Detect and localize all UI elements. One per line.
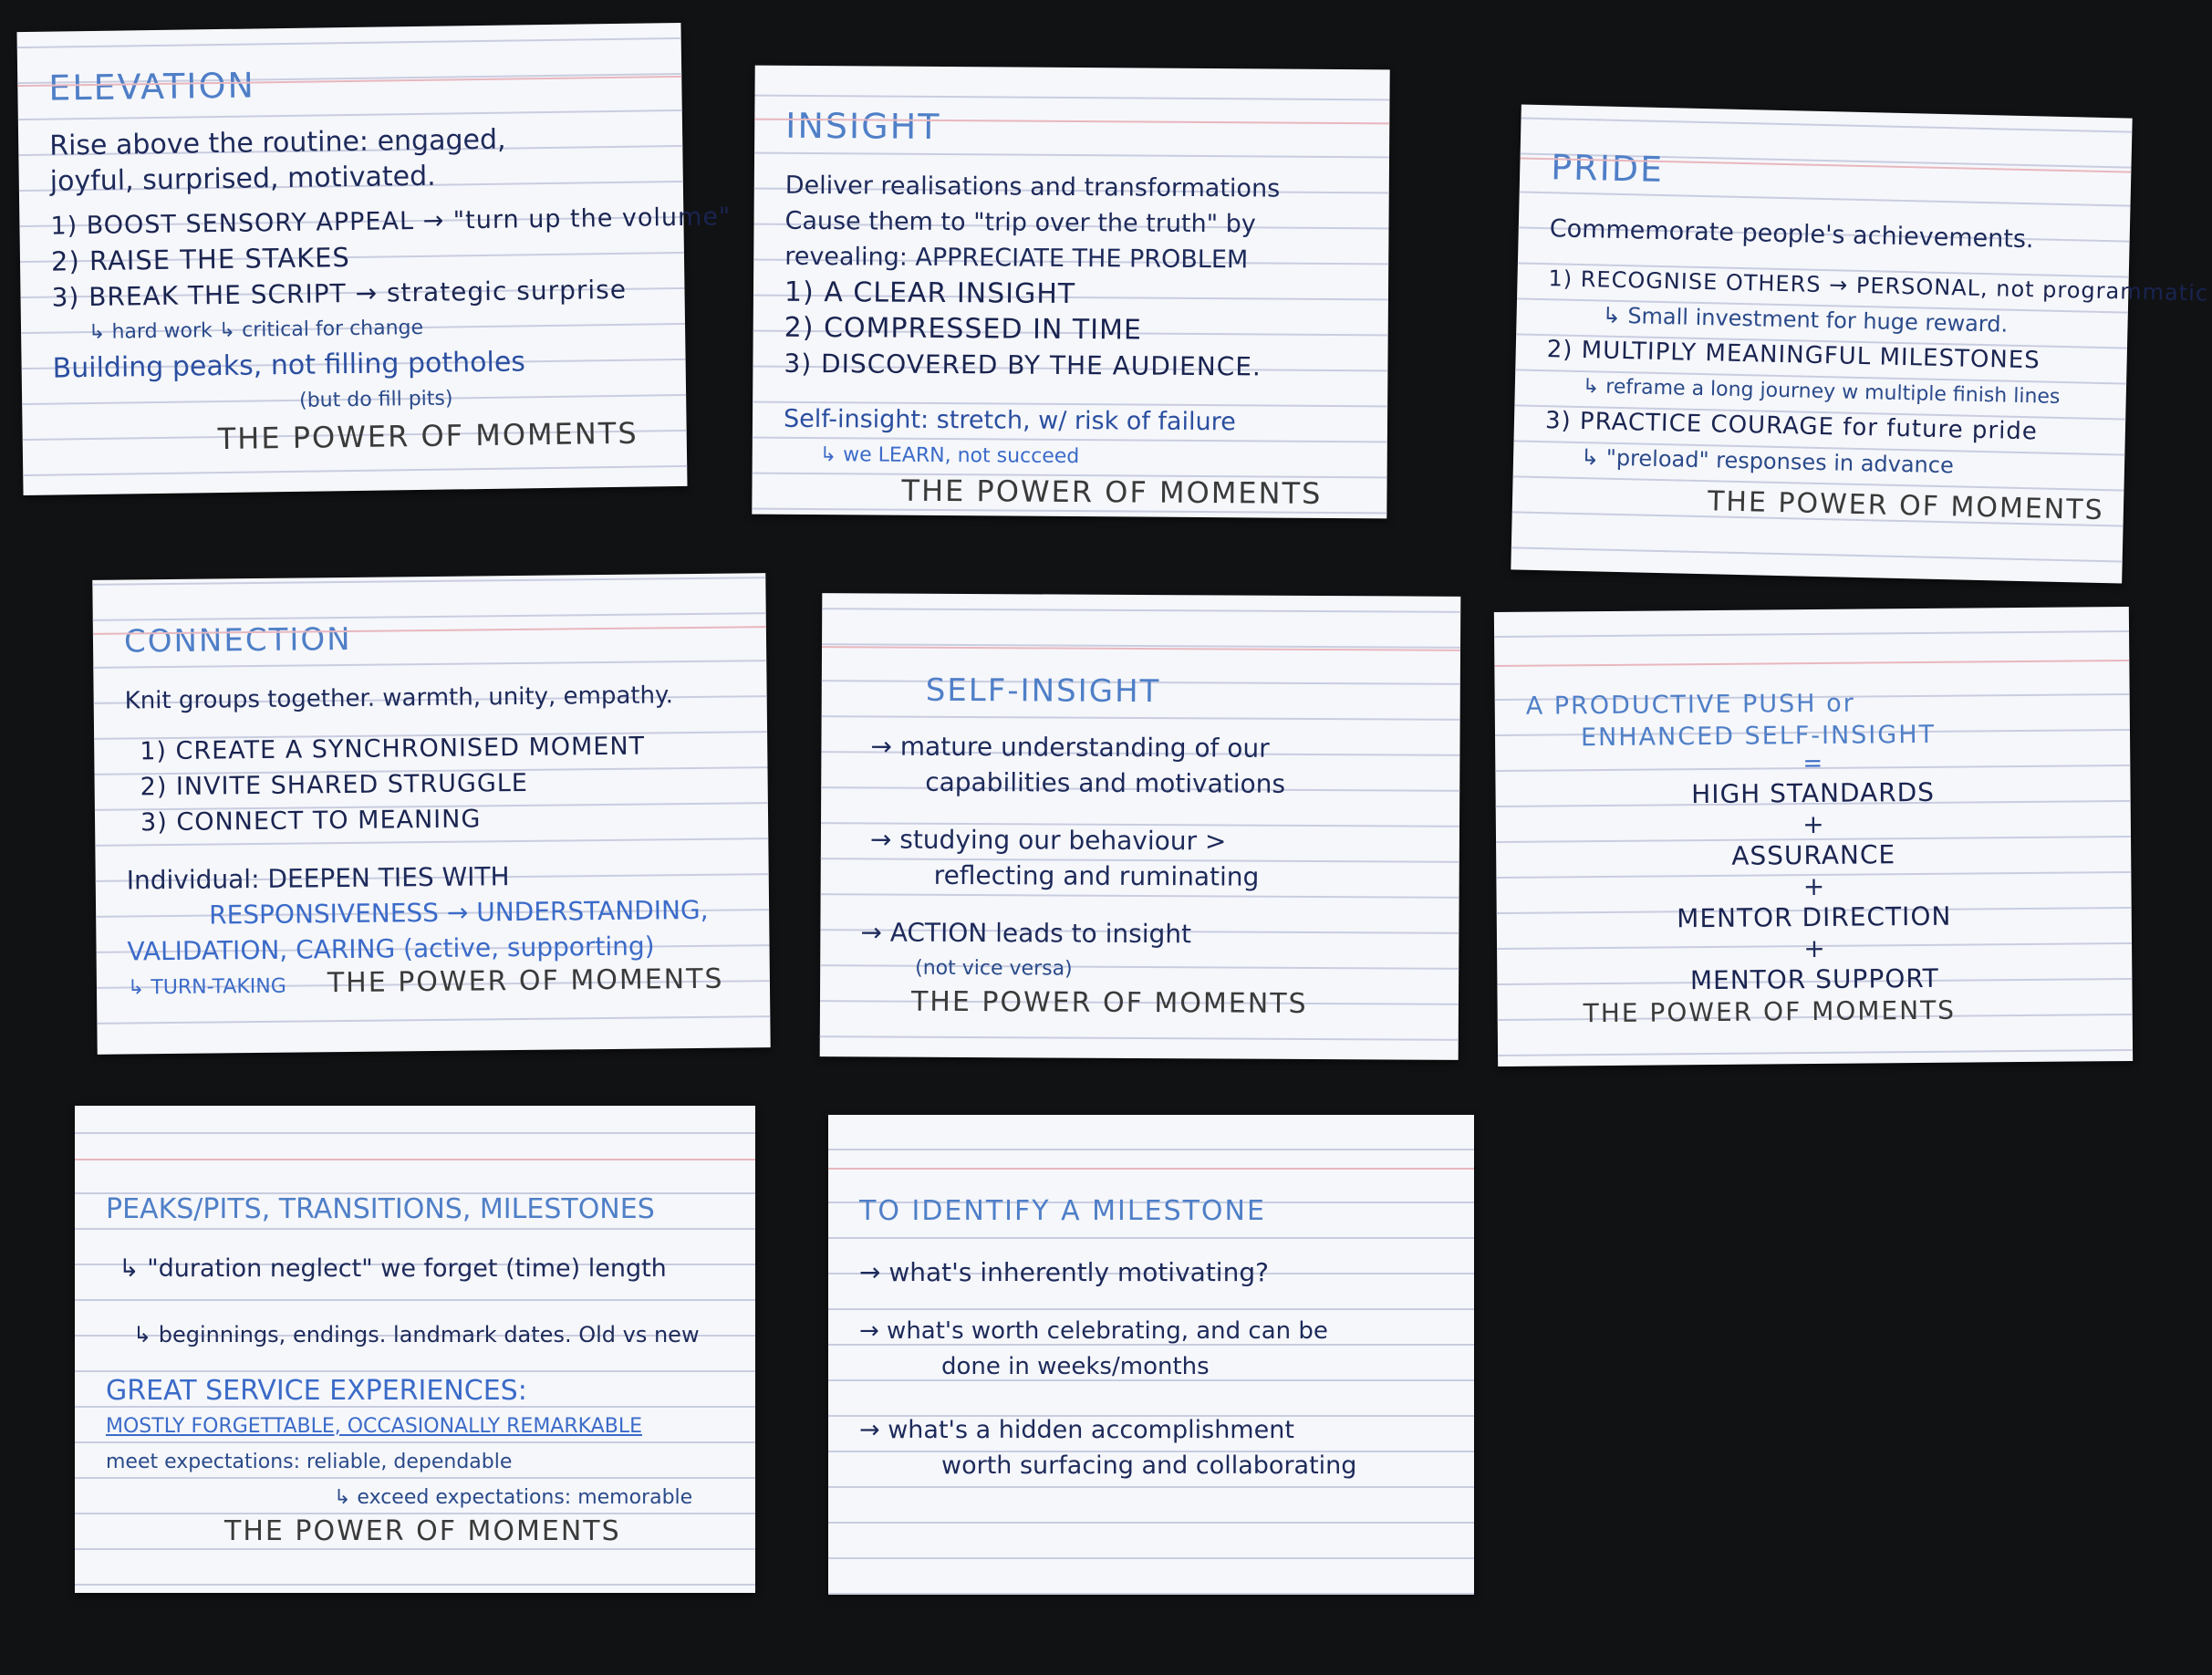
card-line: → what's a hidden accomplishment	[859, 1416, 1294, 1444]
card-line: → studying our behaviour >	[869, 824, 1227, 857]
card-line: MOSTLY FORGETTABLE, OCCASIONALLY REMARKA…	[106, 1415, 642, 1438]
card-line: ↳ we LEARN, not succeed	[819, 443, 1080, 469]
card-pride: PRIDE Commemorate people's achievements.…	[1511, 104, 2208, 584]
card-title: CONNECTION	[123, 620, 352, 661]
card-connection: CONNECTION Knit groups together. warmth,…	[92, 573, 771, 1055]
card-line: Deliver realisations and transformations	[784, 171, 1281, 203]
card-line: 3) CONNECT TO MEANING	[140, 805, 482, 838]
card-line: → what's inherently motivating?	[859, 1257, 1269, 1287]
card-line: Self-insight: stretch, w/ risk of failur…	[783, 404, 1236, 437]
card-line: 2) COMPRESSED IN TIME	[784, 311, 1143, 347]
card-title: PRIDE	[1550, 147, 1665, 191]
card-line: Knit groups together. warmth, unity, emp…	[124, 681, 674, 715]
card-line: → mature understanding of our	[870, 731, 1270, 764]
card-footer: THE POWER OF MOMENTS	[1583, 994, 1957, 1029]
card-line: ↳ "duration neglect" we forget (time) le…	[119, 1254, 667, 1283]
card-line: Commemorate people's achievements.	[1549, 214, 2034, 255]
card-footer: THE POWER OF MOMENTS	[910, 985, 1308, 1020]
card-title: ELEVATION	[48, 65, 256, 109]
card-line: 1) CREATE A SYNCHRONISED MOMENT	[140, 732, 646, 766]
card-line: MENTOR SUPPORT	[1689, 962, 1939, 996]
card-footer: THE POWER OF MOMENTS	[901, 473, 1323, 511]
card-line: ↳ TURN-TAKING	[127, 974, 286, 1000]
photo-background: { "cards": { "elevation": { "title": "EL…	[0, 0, 2153, 1675]
card-line: Cause them to "trip over the truth" by	[784, 206, 1256, 239]
card-productive-push: A PRODUCTIVE PUSH or ENHANCED SELF-INSIG…	[1493, 606, 2134, 1067]
card-identify-milestone: TO IDENTIFY A MILESTONE → what's inheren…	[828, 1115, 1474, 1595]
card-footer: THE POWER OF MOMENTS	[327, 962, 724, 1000]
card-line: HIGH STANDARDS	[1691, 776, 1936, 810]
card-line: → ACTION leads to insight	[860, 917, 1192, 950]
card-title: INSIGHT	[785, 105, 941, 147]
card-title: TO IDENTIFY A MILESTONE	[859, 1195, 1266, 1227]
card-line: 3) DISCOVERED BY THE AUDIENCE.	[784, 348, 1262, 382]
card-self-insight: SELF-INSIGHT → mature understanding of o…	[819, 593, 1461, 1060]
card-line: revealing: APPRECIATE THE PROBLEM	[784, 242, 1249, 275]
card-line: ↳ exceed expectations: memorable	[334, 1486, 693, 1509]
card-line: joyful, surprised, motivated.	[49, 160, 436, 198]
card-elevation: ELEVATION Rise above the routine: engage…	[16, 22, 732, 496]
card-line: 1) A CLEAR INSIGHT	[784, 276, 1076, 311]
card-line: (not vice versa)	[915, 956, 1073, 981]
card-footer: THE POWER OF MOMENTS	[224, 1515, 621, 1547]
card-title: A PRODUCTIVE PUSH or	[1525, 689, 1855, 721]
card-title: SELF-INSIGHT	[925, 671, 1161, 711]
card-line: MENTOR DIRECTION	[1677, 900, 1952, 934]
card-line: done in weeks/months	[941, 1353, 1210, 1380]
card-line: reflecting and ruminating	[933, 859, 1260, 892]
card-line: ↳ beginnings, endings. landmark dates. O…	[133, 1322, 700, 1347]
card-footer: THE POWER OF MOMENTS	[1707, 485, 2104, 527]
card-footer: THE POWER OF MOMENTS	[217, 415, 639, 457]
card-line: capabilities and motivations	[925, 766, 1286, 799]
card-line: worth surfacing and collaborating	[941, 1451, 1357, 1480]
card-line: GREAT SERVICE EXPERIENCES:	[106, 1375, 527, 1407]
card-line: → what's worth celebrating, and can be	[859, 1317, 1328, 1345]
card-peaks-pits: PEAKS/PITS, TRANSITIONS, MILESTONES ↳ "d…	[75, 1106, 755, 1593]
card-line: ASSURANCE	[1731, 839, 1896, 871]
card-line: meet expectations: reliable, dependable	[106, 1451, 513, 1473]
card-title: PEAKS/PITS, TRANSITIONS, MILESTONES	[106, 1193, 655, 1225]
card-insight: INSIGHT Deliver realisations and transfo…	[752, 65, 1390, 519]
